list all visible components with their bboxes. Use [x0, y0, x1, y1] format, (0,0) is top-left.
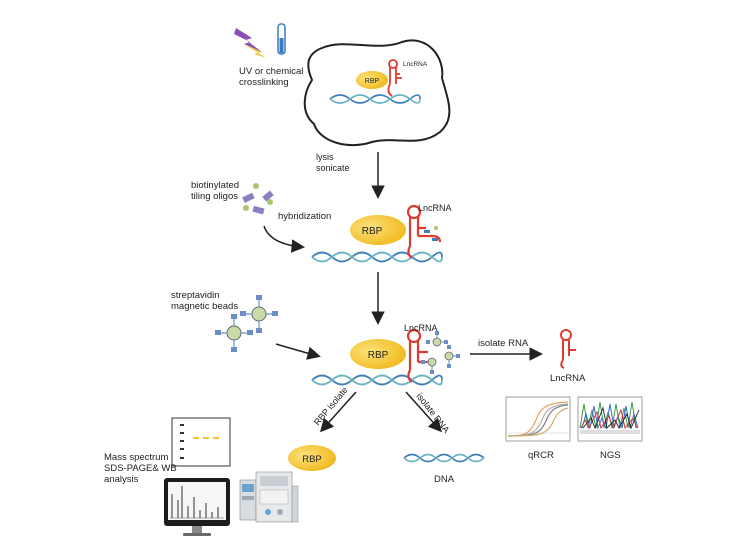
- gel-image: [171, 417, 231, 467]
- lncrna-label: LncRNA: [403, 61, 428, 68]
- arrow-beads: [275, 343, 321, 360]
- rbp-protein: [356, 71, 388, 89]
- arrow-isolate-dna: [405, 391, 443, 433]
- dna-helix: [311, 251, 443, 263]
- rbp-label: RBP: [302, 454, 322, 465]
- bead-cluster-icon: [421, 331, 460, 374]
- lncrna-hairpin: [387, 59, 402, 97]
- magnetic-bead-icon: [215, 295, 278, 352]
- lncrna-label: LncRNA: [418, 203, 452, 213]
- qpcr-plot: [505, 396, 571, 442]
- lncrna-hairpin: [406, 204, 442, 259]
- rbp-protein: [350, 215, 406, 245]
- rbp-label: RBP: [362, 226, 383, 237]
- dna-helix: [311, 374, 443, 386]
- rbp-label: RBP: [365, 78, 380, 85]
- arrow-hybridization: [263, 225, 305, 253]
- magnetic-beads-label: magnetic beads: [171, 301, 238, 312]
- oligo-marks: [424, 226, 438, 241]
- lncrna-product-label: LncRNA: [550, 373, 586, 384]
- dna-label: DNA: [434, 474, 455, 485]
- computer-monitor-icon: [164, 478, 230, 536]
- isolate-dna-label: isolate DNA: [414, 391, 451, 435]
- analysis-label: analysis: [104, 474, 139, 485]
- biotinylated-label: biotinylated: [191, 180, 239, 191]
- lysis-label: lysis: [316, 152, 334, 162]
- arrow-rbp-isolate: [319, 391, 357, 433]
- cell-outline: [303, 39, 451, 147]
- lncrna-hairpin: [560, 329, 576, 369]
- isolate-rna-label: isolate RNA: [478, 338, 529, 349]
- lncrna-hairpin: [406, 328, 430, 383]
- dna-helix-product: [403, 453, 485, 463]
- mass-spectrum-label: Mass spectrum: [104, 452, 168, 463]
- lncrna-label: LncRNA: [404, 323, 438, 333]
- streptavidin-label: streptavidin: [171, 290, 220, 301]
- ngs-chromatogram: [577, 396, 643, 442]
- tiling-oligos-label: tiling oligos: [191, 191, 238, 202]
- rbp-protein-product: [288, 445, 336, 471]
- sonicate-label: sonicate: [316, 163, 350, 173]
- ngs-label: NGS: [600, 450, 621, 461]
- crosslinking-label: crosslinking: [239, 77, 289, 88]
- hybridization-label: hybridization: [278, 211, 331, 222]
- sds-page-label: SDS-PAGE& WB: [104, 463, 177, 474]
- rbp-label: RBP: [368, 350, 389, 361]
- dna-helix: [329, 94, 421, 104]
- test-tube-icon: [277, 23, 286, 55]
- mass-spectrometer-icon: [239, 471, 299, 523]
- rbp-protein: [350, 339, 406, 369]
- qrcr-label: qRCR: [528, 450, 554, 461]
- uv-label: UV or chemical: [239, 66, 303, 77]
- lightning-icon: [234, 28, 266, 58]
- oligos-icon: [242, 183, 274, 215]
